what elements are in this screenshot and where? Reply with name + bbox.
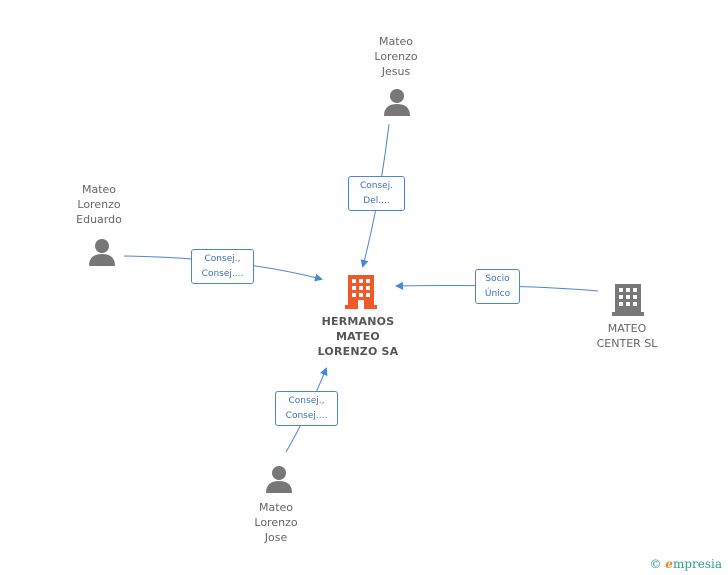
- company-label-main[interactable]: HERMANOS MATEO LORENZO SA: [317, 315, 399, 358]
- edge-label-jose[interactable]: Consej., Consej....: [275, 391, 338, 426]
- person-label-jesus[interactable]: Mateo Lorenzo Jesus: [374, 35, 418, 78]
- edge-label-center[interactable]: Socio Único: [475, 269, 520, 304]
- edge-label-eduardo[interactable]: Consej., Consej....: [191, 249, 254, 284]
- person-label-eduardo[interactable]: Mateo Lorenzo Eduardo: [76, 183, 122, 226]
- building-icon[interactable]: [344, 273, 378, 309]
- brand-name: mpresia: [672, 557, 722, 571]
- copyright-symbol: ©: [649, 557, 662, 571]
- person-icon[interactable]: [265, 465, 293, 493]
- company-label-center[interactable]: MATEO CENTER SL: [596, 322, 658, 350]
- edge-label-jesus[interactable]: Consej. Del....: [348, 176, 405, 211]
- person-icon[interactable]: [88, 238, 116, 266]
- brand-footer: © empresia: [649, 557, 722, 571]
- brand-initial: e: [665, 557, 673, 571]
- building-icon[interactable]: [612, 282, 644, 316]
- person-label-jose[interactable]: Mateo Lorenzo Jose: [254, 501, 298, 544]
- person-icon[interactable]: [383, 88, 411, 116]
